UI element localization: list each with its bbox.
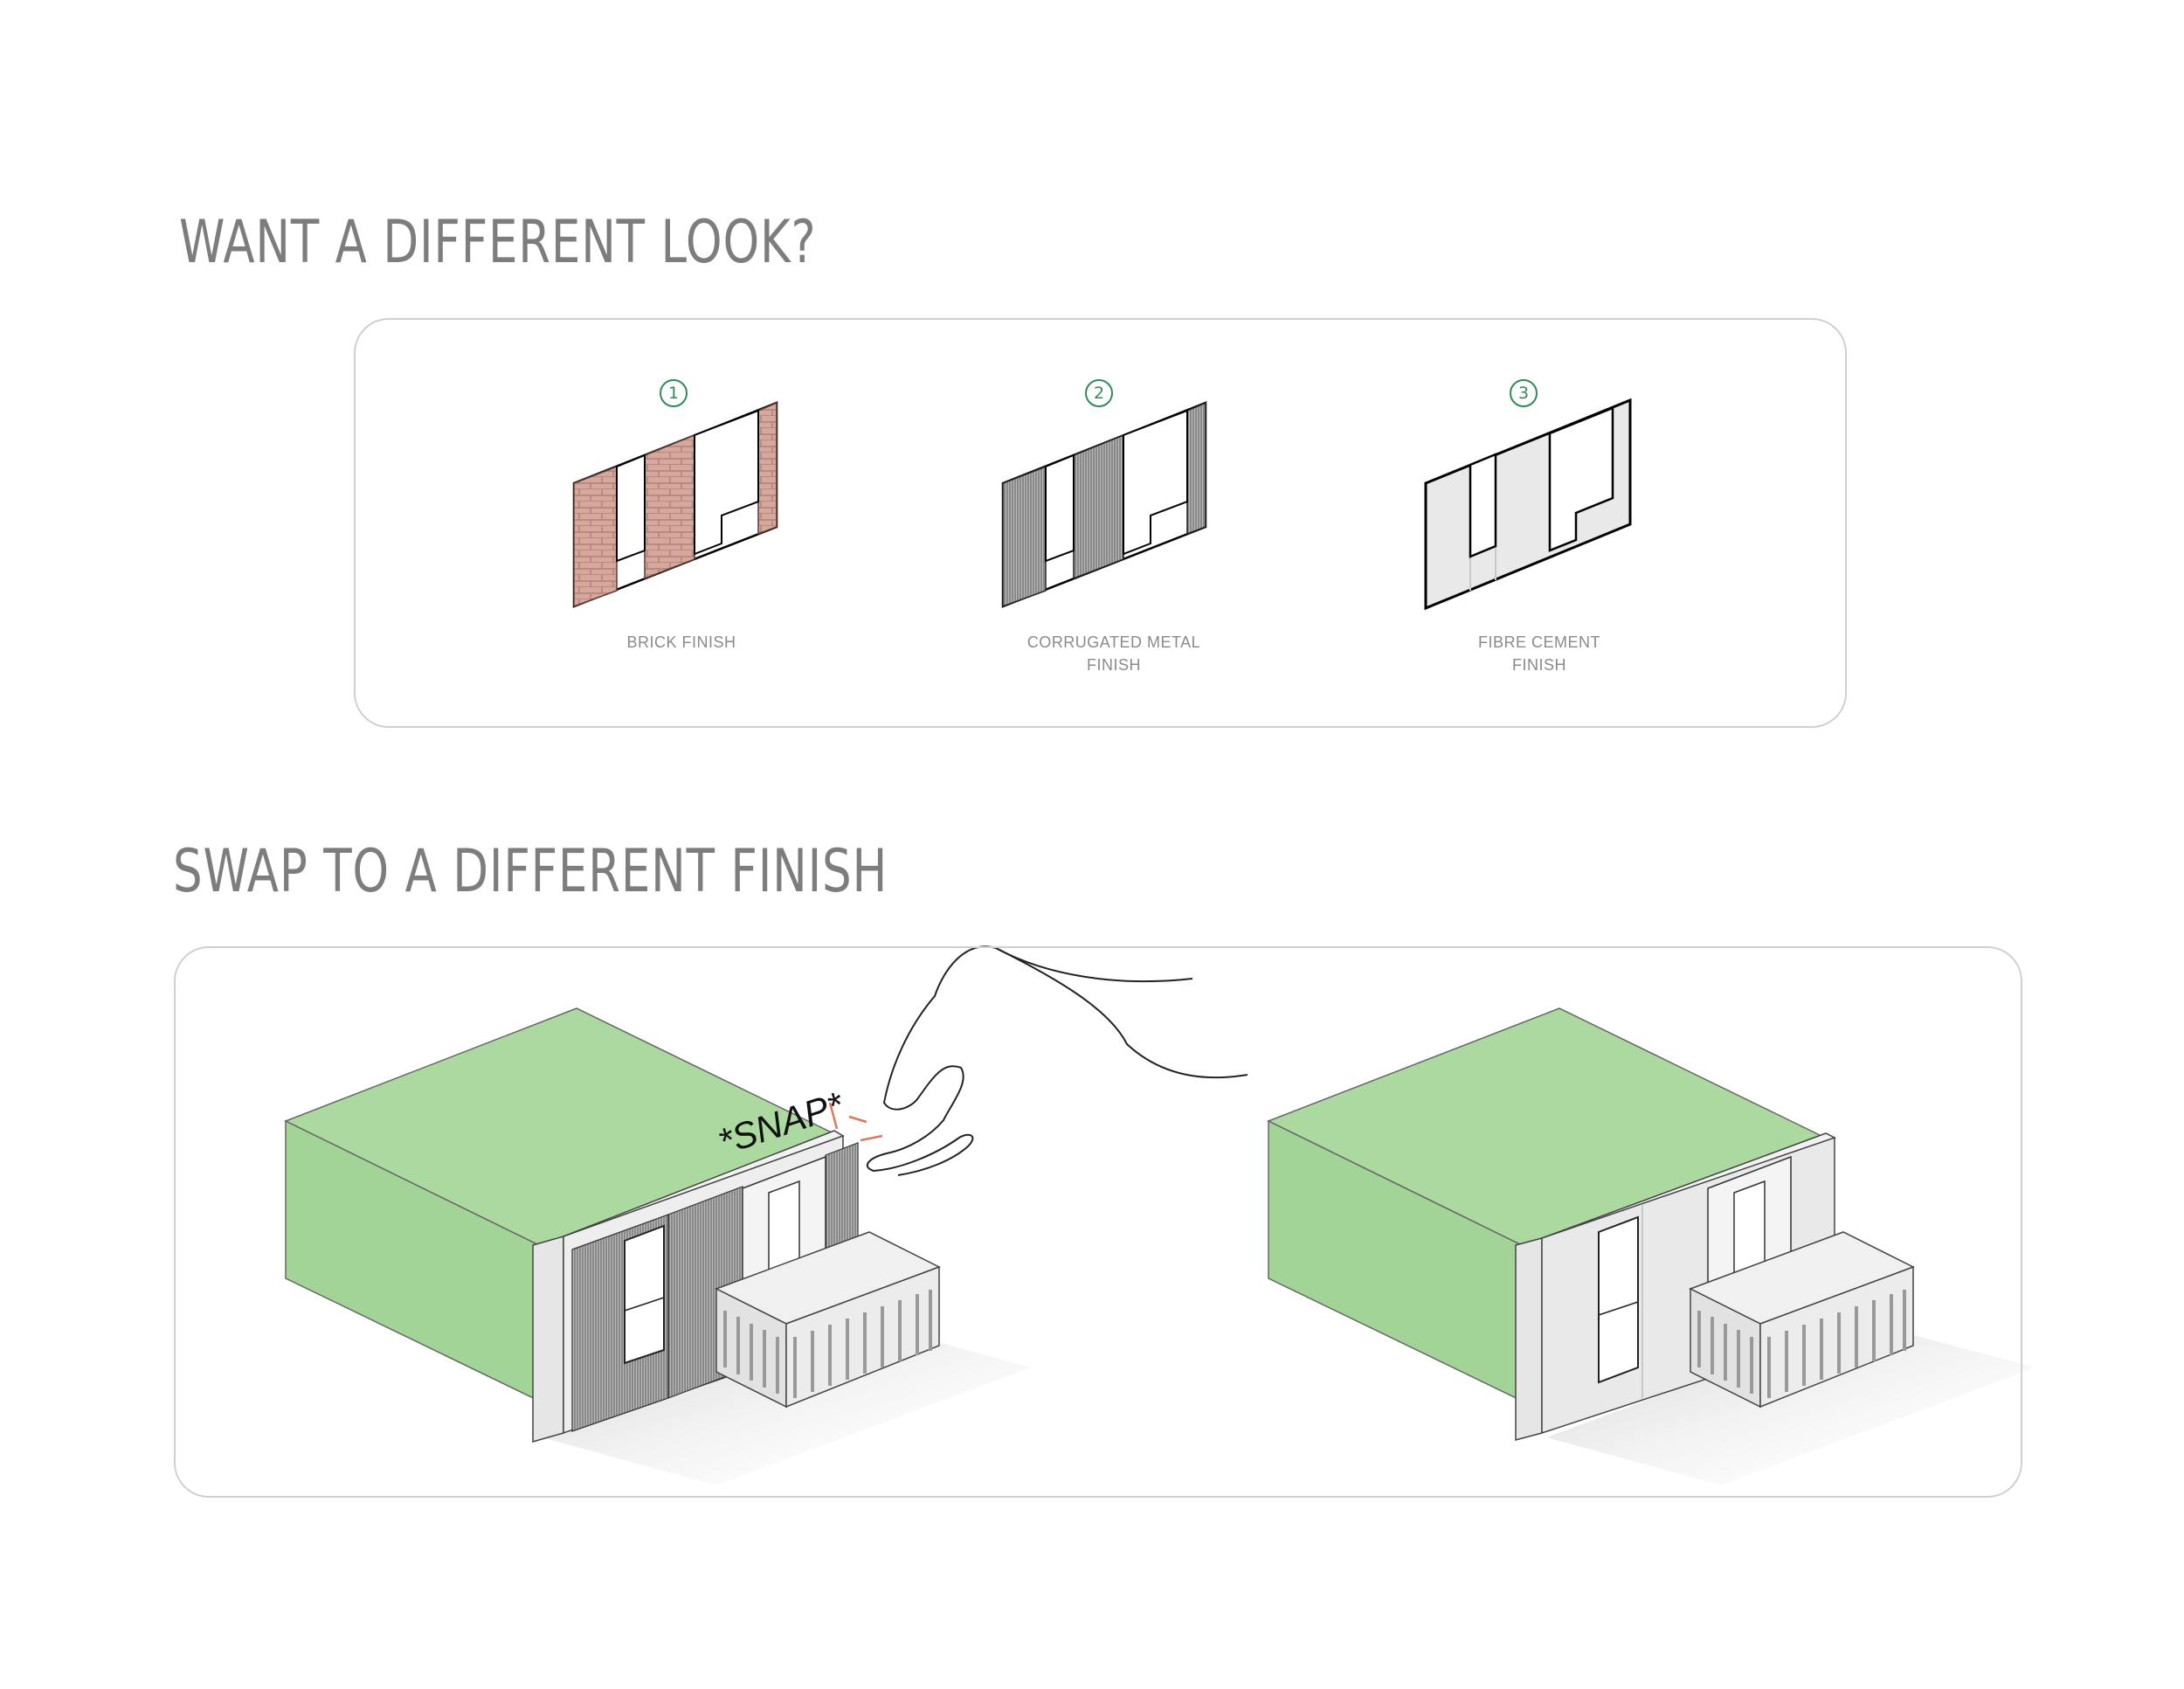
finish-options-panel [354,318,1847,728]
metal-wall-panel [1001,401,1207,608]
hand-illustration [866,945,1248,1176]
section-heading-swap: SWAP TO A DIFFERENT FINISH [173,837,888,906]
fibre-cement-wall-panel [1424,398,1632,611]
finish-number-1: 1 [660,379,688,407]
finish-label-brick: BRICK FINISH [626,633,736,651]
module-swapping: *SNAP* [284,1007,1031,1485]
finish-label-corrugated-metal: CORRUGATED METAL FINISH [1026,633,1201,674]
swap-demo-panel [174,946,2022,1498]
finish-number-3: 3 [1510,379,1538,407]
module-swapped [1267,1007,2035,1485]
brick-wall-panel [572,401,778,608]
finish-number-2: 2 [1085,379,1113,407]
section-heading-look: WANT A DIFFERENT LOOK? [179,208,817,277]
finish-label-fibre-cement: FIBRE CEMENT FINISH [1477,633,1600,674]
